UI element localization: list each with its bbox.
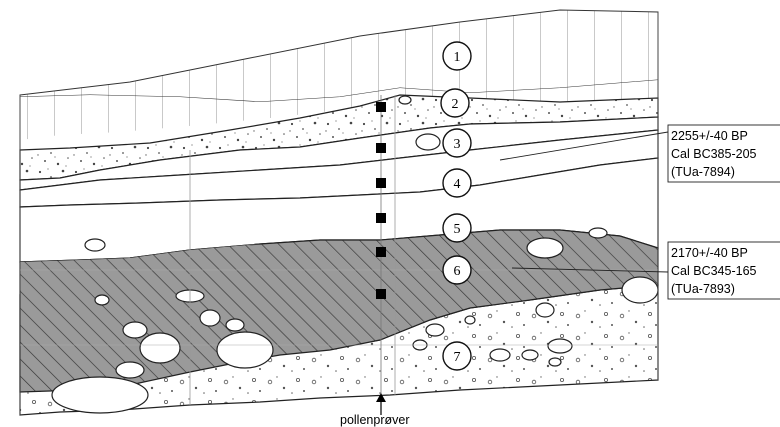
layer-label-number: 3 bbox=[454, 137, 461, 152]
date-2-line-3: (TUa-7893) bbox=[671, 282, 735, 296]
layer-label-4: 4 bbox=[443, 169, 471, 197]
layer-label-2: 2 bbox=[441, 89, 469, 117]
layer-label-1: 1 bbox=[443, 42, 471, 70]
layer-label-6: 6 bbox=[443, 256, 471, 284]
layer-label-number: 7 bbox=[454, 350, 461, 365]
pollen-sample-marker bbox=[376, 178, 386, 188]
layer-label-number: 2 bbox=[452, 97, 459, 112]
pollen-sample-marker bbox=[376, 289, 386, 299]
layer-label-7: 7 bbox=[443, 342, 471, 370]
date-2-line-2: Cal BC345-165 bbox=[671, 264, 757, 278]
pollen-sample-marker bbox=[376, 247, 386, 257]
date-1-line-1: 2255+/-40 BP bbox=[671, 129, 748, 143]
layer-label-3: 3 bbox=[443, 129, 471, 157]
date-1-line-3: (TUa-7894) bbox=[671, 165, 735, 179]
layer-label-number: 1 bbox=[454, 50, 461, 65]
pollen-sample-marker bbox=[376, 143, 386, 153]
pollen-sample-marker bbox=[376, 213, 386, 223]
layer-label-number: 5 bbox=[454, 222, 461, 237]
caption-pollenprover: pollenprøver bbox=[340, 413, 409, 427]
layer-label-5: 5 bbox=[443, 214, 471, 242]
date-2-line-1: 2170+/-40 BP bbox=[671, 246, 748, 260]
layer-label-number: 6 bbox=[454, 264, 461, 279]
layer-label-number: 4 bbox=[454, 177, 461, 192]
date-1-line-2: Cal BC385-205 bbox=[671, 147, 757, 161]
pollen-sample-marker bbox=[376, 102, 386, 112]
